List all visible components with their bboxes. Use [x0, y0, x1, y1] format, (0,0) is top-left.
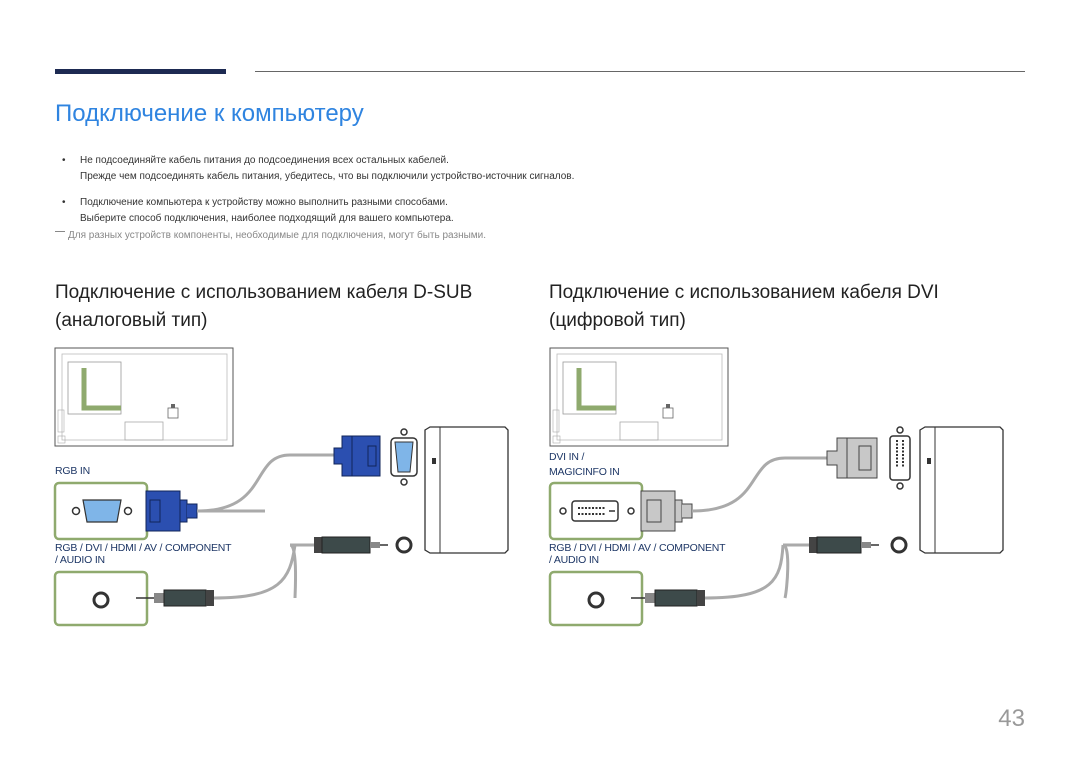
vga-plug-pc	[333, 435, 381, 477]
pc-tower	[424, 426, 509, 554]
audio-in-label: RGB / DVI / HDMI / AV / COMPONENT / AUDI…	[549, 542, 726, 566]
note-label: Для разных устройств компоненты, необход…	[68, 230, 487, 241]
label-line: RGB / DVI / HDMI / AV / COMPONENT	[549, 542, 726, 554]
bullet-marker: •	[62, 155, 66, 166]
bullet-text-line: Не подсоединяйте кабель питания до подсо…	[80, 155, 449, 166]
monitor-back-panel	[54, 347, 234, 447]
bullet-text-line: Подключение компьютера к устройству можн…	[80, 197, 448, 208]
dvi-in-label: DVI IN / MAGICINFO IN	[549, 450, 620, 480]
label-line: RGB / DVI / HDMI / AV / COMPONENT	[55, 542, 232, 554]
heading-line: (аналоговый тип)	[55, 310, 208, 331]
label-line: MAGICINFO IN	[549, 466, 620, 478]
heading-line: (цифровой тип)	[549, 310, 686, 331]
dvi-connection-diagram	[548, 347, 1004, 627]
section-heading-dsub: Подключение с использованием кабеля D-SU…	[55, 279, 472, 335]
audio-in-port	[53, 544, 297, 627]
vga-plug-monitor	[145, 490, 265, 532]
label-line: / AUDIO IN	[549, 554, 599, 566]
heading-line: Подключение с использованием кабеля D-SU…	[55, 282, 473, 303]
heading-line: Подключение с использованием кабеля DVI	[549, 282, 939, 303]
audio-plug-pc	[288, 536, 413, 599]
audio-in-port	[548, 544, 785, 627]
instructions-list: • Не подсоединяйте кабель питания до под…	[62, 153, 962, 237]
audio-in-label: RGB / DVI / HDMI / AV / COMPONENT / AUDI…	[55, 542, 232, 566]
label-line: DVI IN /	[549, 451, 585, 463]
pc-tower	[919, 426, 1004, 554]
bullet-text-line: Выберите способ подключения, наиболее по…	[80, 213, 454, 224]
section-heading-dvi: Подключение с использованием кабеля DVI …	[549, 279, 939, 335]
note-dash	[55, 231, 65, 232]
audio-plug-pc	[781, 536, 908, 599]
monitor-back-panel	[549, 347, 729, 447]
list-item: • Не подсоединяйте кабель питания до под…	[62, 153, 962, 185]
rgb-in-label: RGB IN	[55, 465, 90, 477]
dvi-plug-pc	[826, 437, 878, 479]
note-text: Для разных устройств компоненты, необход…	[55, 230, 486, 241]
label-line: / AUDIO IN	[55, 554, 105, 566]
bullet-text-line: Прежде чем подсоединять кабель питания, …	[80, 171, 575, 182]
dvi-in-port	[548, 481, 644, 541]
pc-dvi-port	[889, 426, 911, 490]
rgb-in-port	[53, 481, 149, 541]
page-title: Подключение к компьютеру	[55, 100, 364, 127]
page-number: 43	[998, 705, 1025, 732]
bullet-marker: •	[62, 197, 66, 208]
pc-vga-port	[390, 428, 418, 486]
list-item: • Подключение компьютера к устройству мо…	[62, 195, 962, 227]
dsub-connection-diagram	[53, 347, 509, 627]
dvi-plug-monitor	[640, 490, 693, 532]
header-accent-bar	[55, 69, 226, 74]
header-rule	[255, 71, 1025, 72]
